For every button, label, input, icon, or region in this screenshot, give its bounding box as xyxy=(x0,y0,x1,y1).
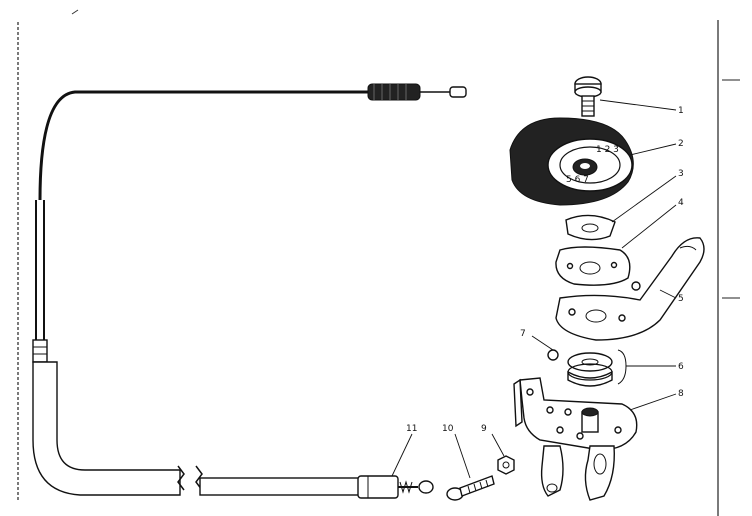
callout-labels: 1 2 3 4 5 6 7 8 9 10 11 xyxy=(406,106,684,434)
callout-4: 4 xyxy=(678,198,684,208)
callout-5: 5 xyxy=(678,294,684,304)
callout-8: 8 xyxy=(678,389,684,399)
cable-assembly xyxy=(32,90,434,499)
lever-part-5 xyxy=(555,237,705,341)
callout-11: 11 xyxy=(406,424,417,434)
bracket-part-8 xyxy=(513,377,638,501)
cable-end-fitting xyxy=(357,475,399,499)
svg-text:5 6 7: 5 6 7 xyxy=(566,175,589,185)
bolt-part-10 xyxy=(446,475,495,501)
callout-9: 9 xyxy=(481,424,487,434)
svg-text:1 2 3: 1 2 3 xyxy=(596,145,619,155)
callout-3: 3 xyxy=(678,169,684,179)
spacer-part-6 xyxy=(567,349,627,387)
page-frame xyxy=(17,9,740,516)
callout-6: 6 xyxy=(678,362,684,372)
callout-7: 7 xyxy=(520,329,526,339)
plate-part-4 xyxy=(555,246,631,286)
washer-part-3 xyxy=(565,214,616,241)
dial-part-2: 1 2 3 5 6 7 xyxy=(509,117,634,206)
callout-10: 10 xyxy=(442,424,454,434)
leader-lines xyxy=(391,99,677,479)
nut-part-9 xyxy=(497,455,515,475)
screw-part-1 xyxy=(574,76,602,117)
cable-grip xyxy=(367,83,467,101)
callout-2: 2 xyxy=(678,139,684,149)
callout-1: 1 xyxy=(678,106,684,116)
ball-part-7 xyxy=(547,349,559,361)
